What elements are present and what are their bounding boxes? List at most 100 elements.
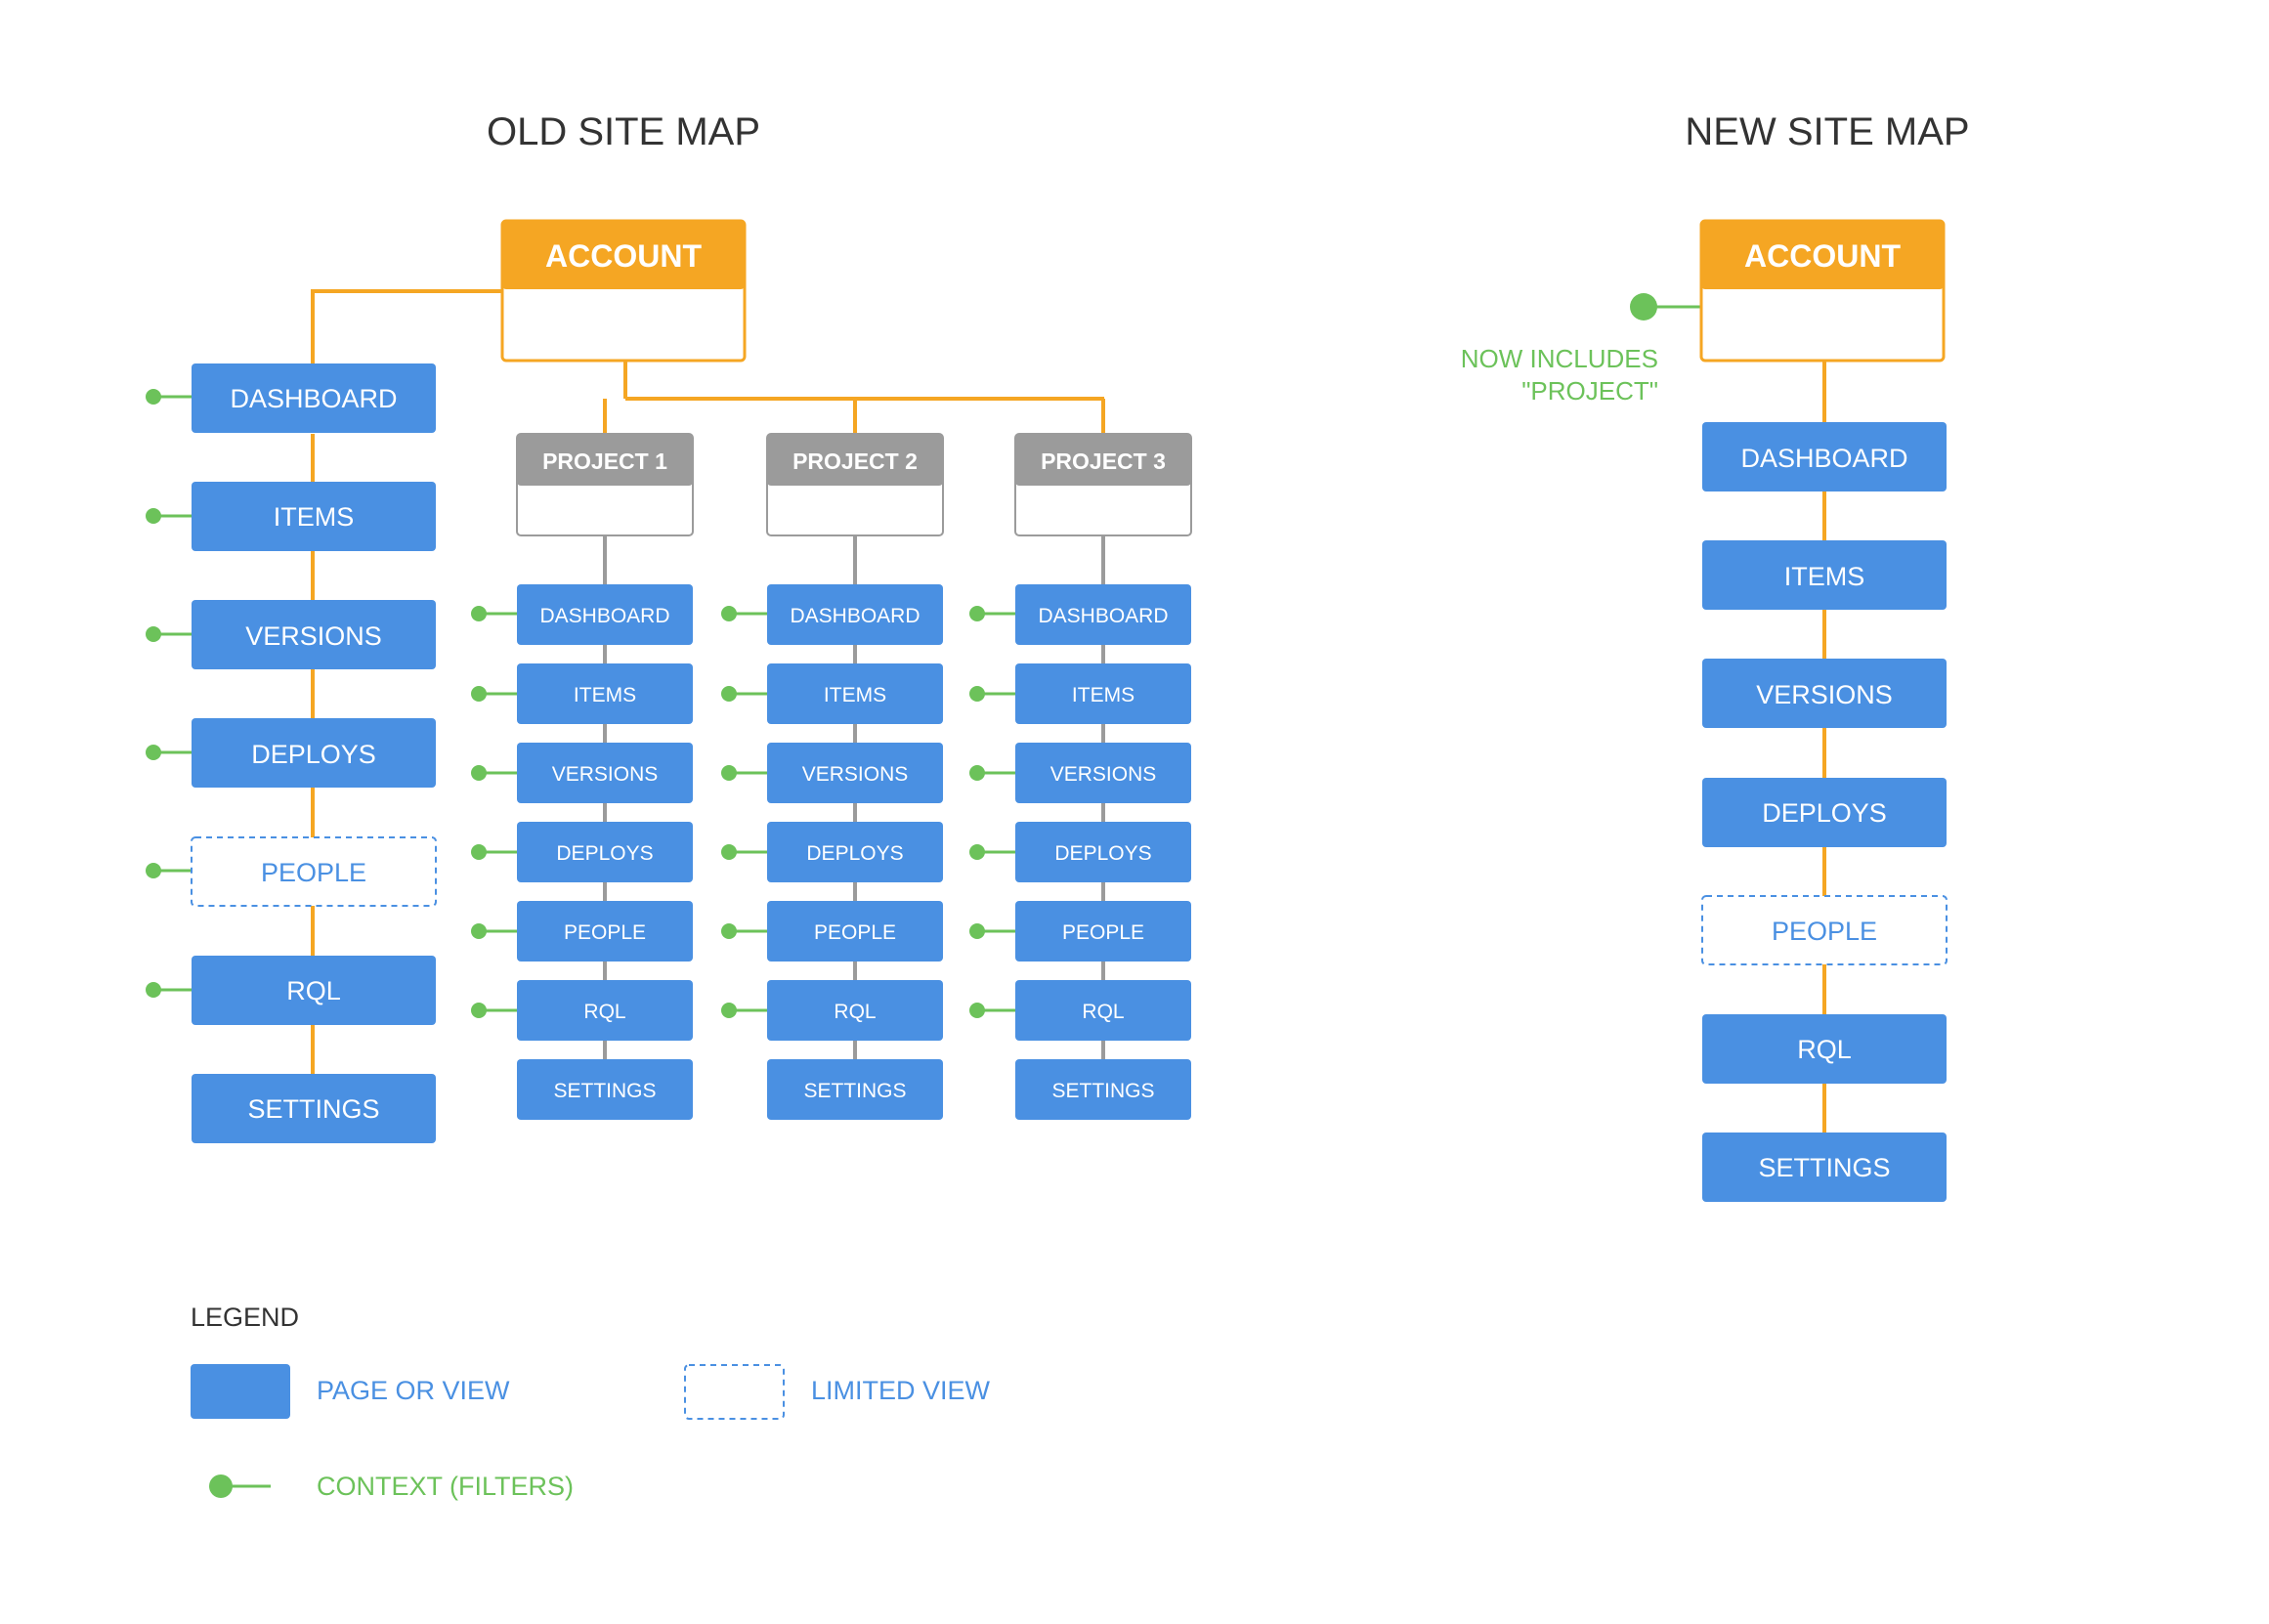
context-dot [1630, 293, 1657, 321]
page-label: RQL [1082, 1001, 1124, 1023]
page-label: PEOPLE [261, 858, 366, 887]
project-3-page-items: ITEMS [969, 663, 1191, 724]
new-account-node: ACCOUNT [1699, 219, 1946, 363]
context-dot [146, 863, 161, 878]
legend-page-label: PAGE OR VIEW [317, 1376, 510, 1405]
project-2-column: PROJECT 2 DASHBOARD ITEMS VERSIONS DEPLO… [721, 433, 944, 1120]
page-label: ITEMS [574, 684, 636, 706]
page-label: DASHBOARD [539, 605, 669, 627]
project-3-page-dashboard: DASHBOARD [969, 584, 1191, 645]
page-label: DASHBOARD [1740, 444, 1907, 473]
context-dot [471, 844, 487, 860]
context-dot [969, 765, 985, 781]
context-dot [146, 626, 161, 642]
page-label: PEOPLE [564, 921, 646, 944]
context-dot [471, 1003, 487, 1018]
project-3-page-settings: SETTINGS [1015, 1059, 1191, 1120]
page-label: ITEMS [824, 684, 886, 706]
context-dot [721, 844, 737, 860]
page-label: DEPLOYS [1054, 842, 1151, 865]
project-1-page-versions: VERSIONS [471, 743, 693, 803]
project-3-node: PROJECT 3 [1014, 433, 1192, 536]
old-account-node: ACCOUNT [500, 219, 747, 363]
page-label: ITEMS [274, 502, 355, 532]
project-3-page-deploys: DEPLOYS [969, 822, 1191, 882]
legend-context-dot [209, 1474, 233, 1498]
page-label: DEPLOYS [1762, 798, 1887, 828]
context-dot [721, 1003, 737, 1018]
page-label: PEOPLE [1062, 921, 1144, 944]
new-page-dashboard: DASHBOARD [1702, 422, 1947, 491]
project-label: PROJECT 2 [792, 449, 918, 474]
project-1-column: PROJECT 1 DASHBOARD ITEMS VERSIONS DEPLO… [471, 433, 694, 1120]
project-3-page-versions: VERSIONS [969, 743, 1191, 803]
context-note-line1: NOW INCLUDES [1461, 344, 1658, 373]
context-dot [721, 686, 737, 702]
project-3-column: PROJECT 3 DASHBOARD ITEMS VERSIONS DEPLO… [969, 433, 1192, 1120]
project-3-page-rql: RQL [969, 980, 1191, 1041]
page-label: PEOPLE [814, 921, 896, 944]
page-label: DASHBOARD [230, 384, 397, 413]
legend-title: LEGEND [191, 1303, 299, 1332]
page-label: RQL [583, 1001, 625, 1023]
context-dot [969, 923, 985, 939]
old-account-page-dashboard: DASHBOARD [146, 363, 436, 433]
new-account-pages: DASHBOARD ITEMS VERSIONS DEPLOYS PEOPLE … [1701, 422, 1948, 1202]
project-2-page-people: PEOPLE [721, 901, 943, 962]
page-label: VERSIONS [1050, 763, 1157, 786]
new-page-people: PEOPLE [1701, 895, 1948, 965]
context-dot [146, 982, 161, 998]
page-label: RQL [286, 976, 341, 1005]
page-label: VERSIONS [802, 763, 909, 786]
legend-limited-swatch [684, 1364, 785, 1420]
project-2-page-rql: RQL [721, 980, 943, 1041]
context-dot [969, 1003, 985, 1018]
new-page-rql: RQL [1702, 1014, 1947, 1084]
new-account-label: ACCOUNT [1744, 238, 1901, 274]
context-dot [146, 389, 161, 405]
legend-context-label: CONTEXT (FILTERS) [317, 1472, 574, 1501]
project-2-page-dashboard: DASHBOARD [721, 584, 943, 645]
context-dot [471, 606, 487, 621]
page-label: SETTINGS [1051, 1080, 1154, 1102]
page-label: ITEMS [1784, 562, 1865, 591]
context-dot [721, 923, 737, 939]
context-dot [471, 923, 487, 939]
old-account-page-items: ITEMS [146, 482, 436, 551]
page-label: DEPLOYS [251, 740, 376, 769]
context-dot [721, 606, 737, 621]
old-account-page-versions: VERSIONS [146, 600, 436, 669]
new-page-deploys: DEPLOYS [1702, 778, 1947, 847]
context-note-line2: "PROJECT" [1521, 376, 1658, 406]
page-label: DASHBOARD [790, 605, 920, 627]
page-label: DASHBOARD [1038, 605, 1168, 627]
context-dot [471, 765, 487, 781]
project-label: PROJECT 1 [542, 449, 667, 474]
old-account-page-rql: RQL [146, 956, 436, 1025]
page-label: SETTINGS [247, 1094, 379, 1124]
context-dot [146, 508, 161, 524]
page-label: SETTINGS [1758, 1153, 1890, 1182]
page-label: PEOPLE [1772, 917, 1877, 946]
project-2-node: PROJECT 2 [766, 433, 944, 536]
project-label: PROJECT 3 [1041, 449, 1166, 474]
new-site-map-title: NEW SITE MAP [1685, 110, 1969, 153]
context-dot [471, 686, 487, 702]
page-label: DEPLOYS [806, 842, 903, 865]
old-account-page-deploys: DEPLOYS [146, 718, 436, 788]
project-1-node: PROJECT 1 [516, 433, 694, 536]
context-dot [721, 765, 737, 781]
project-2-page-deploys: DEPLOYS [721, 822, 943, 882]
context-dot [969, 606, 985, 621]
project-1-page-people: PEOPLE [471, 901, 693, 962]
page-label: RQL [834, 1001, 876, 1023]
old-account-pages: DASHBOARD ITEMS VERSIONS DEPLOYS [146, 363, 437, 1143]
page-label: VERSIONS [552, 763, 659, 786]
project-3-page-people: PEOPLE [969, 901, 1191, 962]
context-dot [146, 745, 161, 760]
project-1-page-rql: RQL [471, 980, 693, 1041]
legend-page-swatch [191, 1364, 290, 1419]
page-label: VERSIONS [245, 621, 382, 651]
new-page-versions: VERSIONS [1702, 659, 1947, 728]
